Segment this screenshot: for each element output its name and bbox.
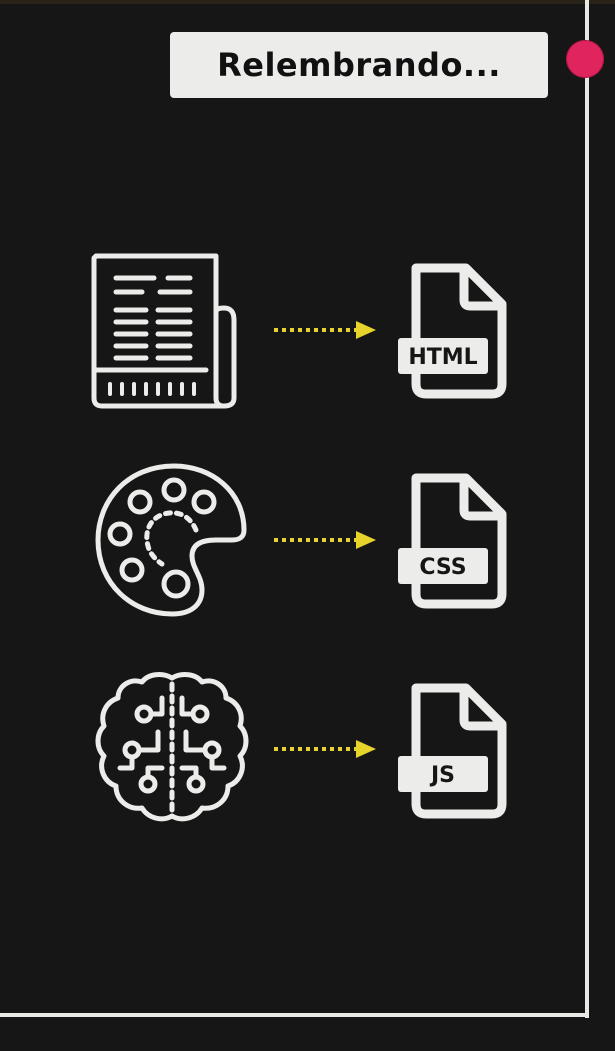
- document-icon: [91, 253, 237, 409]
- js-file-icon: JS: [398, 683, 507, 819]
- frame-border-right: [585, 0, 589, 1018]
- frame-border-bottom: [0, 1013, 589, 1017]
- record-indicator-icon: [566, 40, 604, 78]
- html-label: HTML: [408, 345, 477, 370]
- html-file-icon: HTML: [398, 263, 507, 399]
- top-strip: [0, 0, 615, 4]
- arrow-right-icon: [274, 321, 376, 339]
- palette-icon: [95, 463, 247, 617]
- js-label: JS: [429, 763, 455, 788]
- css-file-icon: CSS: [398, 473, 507, 609]
- brain-circuit-icon: [95, 672, 249, 822]
- css-label: CSS: [419, 555, 466, 580]
- title-banner: Relembrando...: [170, 32, 548, 98]
- arrow-right-icon: [274, 740, 376, 758]
- page-title: Relembrando...: [217, 46, 501, 84]
- arrow-right-icon: [274, 531, 376, 549]
